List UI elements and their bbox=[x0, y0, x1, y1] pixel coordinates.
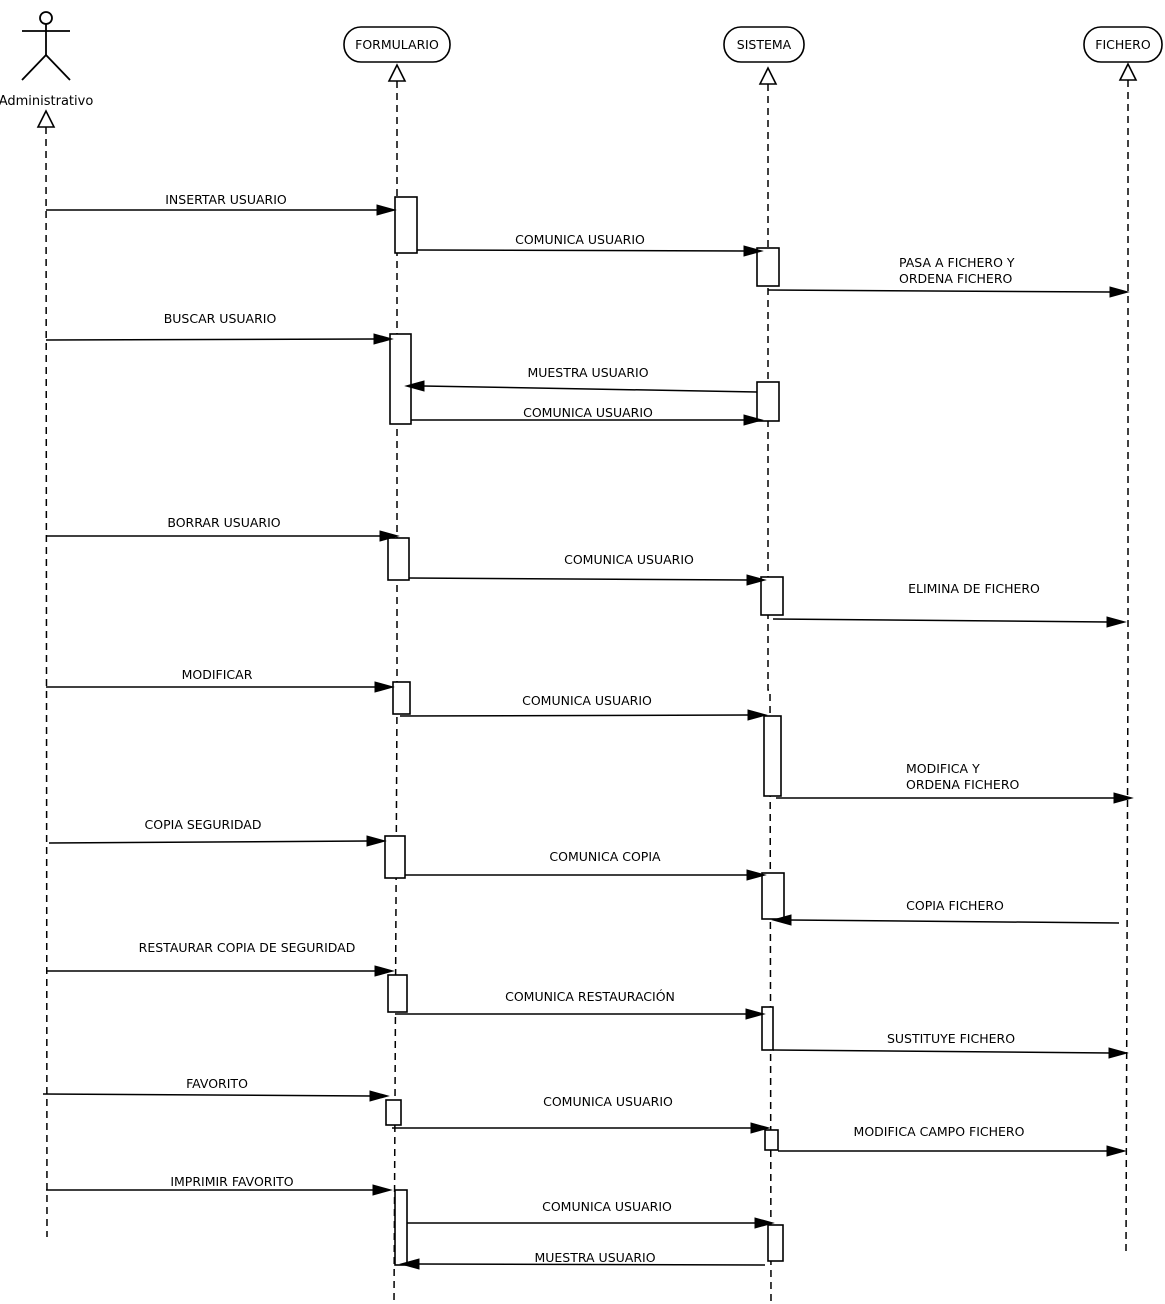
arrowhead-icon bbox=[771, 914, 792, 926]
object-formulario: FORMULARIO bbox=[343, 26, 451, 63]
arrowhead-icon bbox=[747, 709, 768, 721]
activation-bar bbox=[763, 715, 782, 797]
activation-bar bbox=[756, 247, 780, 287]
message-label: SUSTITUYE FICHERO bbox=[887, 1031, 1015, 1046]
message-label: COMUNICA RESTAURACIÓN bbox=[505, 989, 675, 1004]
lifeline-triangle-icon bbox=[36, 109, 56, 128]
message-label: IMPRIMIR FAVORITO bbox=[170, 1174, 293, 1189]
arrowhead-icon bbox=[1113, 792, 1134, 804]
activation-bar bbox=[389, 333, 412, 425]
message-label: COMUNICA USUARIO bbox=[523, 405, 653, 420]
lifeline-administrativo bbox=[45, 126, 48, 1238]
actor-name: Administrativo bbox=[0, 94, 93, 109]
arrowhead-icon bbox=[374, 965, 395, 977]
arrowhead-icon bbox=[746, 869, 767, 881]
message-label: MUESTRA USUARIO bbox=[527, 365, 648, 380]
arrowhead-icon bbox=[404, 380, 425, 392]
lifeline-fichero bbox=[1125, 80, 1129, 1253]
message-label: COMUNICA USUARIO bbox=[522, 693, 652, 708]
object-name: FICHERO bbox=[1095, 37, 1151, 52]
arrowhead-icon bbox=[372, 1184, 393, 1196]
lifeline-triangle-icon bbox=[1118, 62, 1138, 81]
activation-bar bbox=[384, 835, 406, 879]
message-label: COMUNICA USUARIO bbox=[542, 1199, 672, 1214]
arrowhead-icon bbox=[366, 835, 387, 847]
message-label: MODIFICAR bbox=[182, 667, 253, 682]
activation-bar bbox=[760, 576, 784, 616]
message-label: RESTAURAR COPIA DE SEGURIDAD bbox=[139, 940, 356, 955]
arrowhead-icon bbox=[745, 1008, 766, 1020]
arrowhead-icon bbox=[373, 333, 394, 345]
activation-bar bbox=[764, 1129, 779, 1151]
arrowhead-icon bbox=[376, 204, 397, 216]
arrowhead-icon bbox=[379, 530, 400, 542]
arrowhead-icon bbox=[743, 245, 764, 257]
object-box bbox=[1083, 26, 1163, 63]
activation-bar bbox=[392, 681, 411, 715]
arrowhead-icon bbox=[1108, 1047, 1129, 1059]
activation-bar bbox=[385, 1099, 402, 1126]
lifeline-triangle-icon bbox=[758, 66, 778, 85]
arrowhead-icon bbox=[746, 574, 767, 586]
arrowhead-icon bbox=[743, 414, 764, 426]
message-label: COMUNICA USUARIO bbox=[564, 552, 694, 567]
arrowhead-icon bbox=[399, 1258, 420, 1270]
lifeline-triangle-icon bbox=[387, 63, 407, 82]
activation-bar bbox=[387, 537, 410, 581]
message-label: ELIMINA DE FICHERO bbox=[908, 581, 1040, 596]
message-label: BORRAR USUARIO bbox=[167, 515, 280, 530]
activation-bar bbox=[387, 974, 408, 1013]
message-label: INSERTAR USUARIO bbox=[165, 192, 287, 207]
activation-bar bbox=[761, 1006, 774, 1051]
object-box bbox=[723, 26, 805, 63]
messages: INSERTAR USUARIO COMUNICA USUARIO PASA A… bbox=[42, 192, 1134, 1270]
arrowhead-icon bbox=[374, 681, 395, 693]
arrowhead-icon bbox=[1106, 616, 1127, 628]
object-fichero: FICHERO bbox=[1083, 26, 1163, 63]
message-label: MUESTRA USUARIO bbox=[534, 1250, 655, 1265]
activation-bar bbox=[767, 1224, 784, 1262]
message-label: COPIA FICHERO bbox=[906, 898, 1004, 913]
message-label: COMUNICA USUARIO bbox=[515, 232, 645, 247]
actor-right-leg bbox=[45, 54, 71, 81]
arrowhead-icon bbox=[754, 1217, 775, 1229]
actor-head bbox=[39, 11, 53, 25]
object-sistema: SISTEMA bbox=[723, 26, 805, 63]
actor-left-leg bbox=[21, 54, 47, 81]
actor-administrativo: Administrativo bbox=[0, 11, 93, 109]
activation-bar bbox=[394, 1189, 408, 1266]
message-label: COMUNICA USUARIO bbox=[543, 1094, 673, 1109]
message-label: MODIFICA CAMPO FICHERO bbox=[854, 1124, 1025, 1139]
message-label: FAVORITO bbox=[186, 1076, 248, 1091]
message-label: BUSCAR USUARIO bbox=[164, 311, 277, 326]
message-label: COPIA SEGURIDAD bbox=[145, 817, 262, 832]
object-name: SISTEMA bbox=[737, 37, 792, 52]
message-label: COMUNICA COPIA bbox=[549, 849, 661, 864]
arrowhead-icon bbox=[1109, 286, 1130, 298]
activation-bar bbox=[394, 196, 418, 254]
activation-bar bbox=[756, 381, 780, 422]
arrowhead-icon bbox=[369, 1090, 390, 1102]
object-box bbox=[343, 26, 451, 63]
arrowhead-icon bbox=[750, 1122, 771, 1134]
object-name: FORMULARIO bbox=[355, 37, 439, 52]
arrowhead-icon bbox=[1106, 1145, 1127, 1157]
activation-bar bbox=[761, 872, 785, 920]
